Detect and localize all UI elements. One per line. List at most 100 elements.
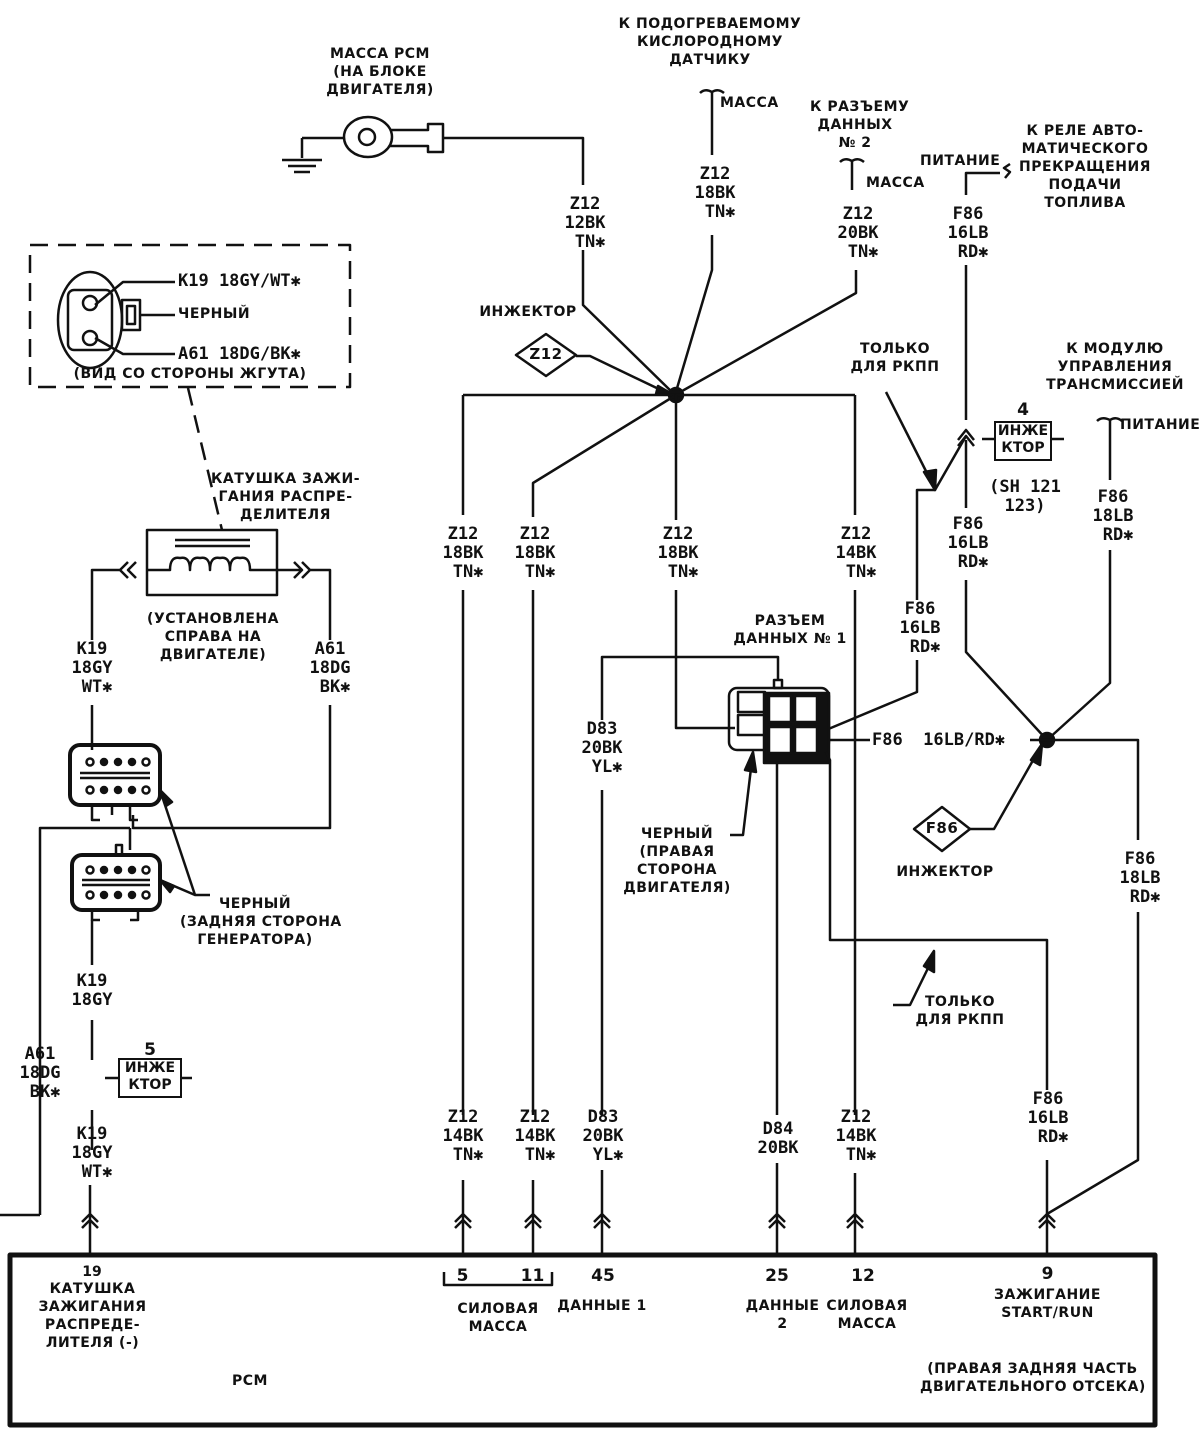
splice-5-box: ИНЖЕ КТОР [118,1058,182,1098]
wire-a61-mid [131,705,332,830]
wire-label-f86-horizontal: F86 16LB/RD✱ [872,730,1006,750]
pcm-pin-19-desc: КАТУШКА ЗАЖИГАНИЯ РАСПРЕДЕ- ЛИТЕЛЯ (-) [38,1281,147,1351]
label-injector-z12: ИНЖЕКТОР [479,304,577,320]
label-tcm: К МОДУЛЮ УПРАВЛЕНИЯ ТРАНСМИССИЕЙ [1046,341,1184,393]
pcm-ground-group-label: СИЛОВАЯ МАССА [457,1301,539,1335]
wire-label-d84-p25: D84 20BK [757,1119,799,1158]
label-o2-ground: МАССА [720,95,779,111]
wire-label-k19-18gy-wt: K19 18GY WT✱ [71,639,113,697]
ground-symbol [282,136,345,174]
wire-label-z12-18bk-b: Z12 18BK TN✱ [514,524,556,582]
label-data-conn-1-color: ЧЕРНЫЙ (ПРАВАЯ СТОРОНА ДВИГАТЕЛЯ) [623,826,731,896]
pcm-pin-12-number: 12 [851,1266,875,1286]
injector-diamond-z12 [514,332,578,378]
wire-label-z12-14bk-p11: Z12 14BK TN✱ [514,1107,556,1165]
wire-label-z12-18bk-o2: Z12 18BK TN✱ [694,164,736,222]
wire-label-f86-16lb-top: F86 16LB RD✱ [947,204,989,262]
pcm-name: PCM [232,1373,268,1389]
wire-label-z12-14bk-p12: Z12 14BK TN✱ [835,1107,877,1165]
label-asd-power: ПИТАНИЕ [920,153,1001,169]
wire-z12-20bk [674,270,858,397]
wire-label-d83-p45: D83 20BK YL✱ [582,1107,624,1165]
splice-5-number: 5 [144,1040,156,1060]
label-dc2-ground: МАССА [866,175,925,191]
pcm-pin-connectors [81,1163,1056,1255]
label-data-conn-2: К РАЗЪЕМУ ДАННЫХ № 2 [810,99,910,151]
wire-label-z12-14bk-top: Z12 14BK TN✱ [835,524,877,582]
wire-label-k19-18gy-wt-low: K19 18GY WT✱ [71,1124,113,1182]
wire-z12-12bk-low [581,250,676,396]
label-tcm-power: ПИТАНИЕ [1120,417,1200,433]
ground-bracket [442,1272,554,1287]
diamond-z12-text: Z12 [529,345,563,363]
label-harness-k19: K19 18GY/WT✱ [178,271,301,291]
generator-connector-lower [70,843,162,922]
label-harness-view: (ВИД СО СТОРОНЫ ЖГУТА) [73,366,307,382]
wire-asd [964,162,1012,195]
wire-z12-18bk-o2 [673,235,714,396]
harness-view-frame [28,243,352,389]
label-asd-relay: К РЕЛЕ АВТО- МАТИЧЕСКОГО ПРЕКРАЩЕНИЯ ПОД… [1019,123,1151,211]
label-coil-title: КАТУШКА ЗАЖИ- ГАНИЯ РАСПРЕ- ДЕЛИТЕЛЯ [210,471,360,523]
label-coil-location: (УСТАНОВЛЕНА СПРАВА НА ДВИГАТЕЛЕ) [147,611,279,663]
ignition-coil [145,528,279,597]
pcm-pin-45-desc: ДАННЫЕ 1 [557,1298,647,1314]
pcm-module [7,1252,1158,1428]
wire-label-f86-18lb-tcm: F86 18LB RD✱ [1092,487,1134,545]
splice-4-ref: (SH 121 123) [989,477,1061,516]
wire-label-z12-18bk-a: Z12 18BK TN✱ [442,524,484,582]
label-injector-f86: ИНЖЕКТОР [896,864,994,880]
splice-4-box: ИНЖЕ КТОР [994,421,1052,461]
pcm-pin-45-number: 45 [591,1266,615,1286]
wire-label-a61-18dg-bk: A61 18DG BK✱ [309,639,351,697]
diamond-f86-text: F86 [925,819,959,837]
wire-label-z12-14bk-p5: Z12 14BK TN✱ [442,1107,484,1165]
data-connector-1 [727,678,831,765]
wire-auto-only [915,435,968,600]
pointer-black [730,759,754,837]
wire-label-f86-16lb-mid: F86 16LB RD✱ [947,514,989,572]
pcm-pin-9-number: 9 [1041,1264,1054,1284]
wire-label-z12-18bk-c: Z12 18BK TN✱ [657,524,699,582]
wire-z12-12bk [443,136,585,185]
pcm-location: (ПРАВАЯ ЗАДНЯЯ ЧАСТЬ ДВИГАТЕЛЬНОГО ОТСЕК… [920,1361,1146,1395]
wire-dc2-ground [839,158,865,190]
label-auto-only-bottom: ТОЛЬКО ДЛЯ РКПП [915,994,1005,1028]
wire-d83-top [600,655,780,720]
injector-diamond-f86 [912,805,972,853]
label-pcm-ground: МАССА PCM (НА БЛОКЕ ДВИГАТЕЛЯ) [326,46,434,98]
wire-label-d83-mid: D83 20BK YL✱ [581,719,623,777]
pcm-pin-25-number: 25 [765,1266,789,1286]
wire-injector-z12 [576,354,666,394]
wire-label-f86-16lb-conn: F86 16LB RD✱ [899,599,941,657]
label-harness-a61: A61 18DG/BK✱ [178,344,301,364]
wire-label-z12-12bk: Z12 12BK TN✱ [564,194,606,252]
pcm-pin-12-desc: СИЛОВАЯ МАССА [826,1298,908,1332]
ring-terminal [342,115,445,159]
wire-o2-ground [699,89,725,155]
pcm-pin-9-desc: ЗАЖИГАНИЕ START/RUN [994,1287,1101,1321]
label-harness-color: ЧЕРНЫЙ [178,306,251,322]
label-auto-only-top: ТОЛЬКО ДЛЯ РКПП [850,341,940,375]
wire-f86-rkpp-bottom [824,751,1049,1090]
generator-connector-upper [68,743,162,822]
wire-f86-18lb-right [1046,912,1140,1216]
wire-label-z12-20bk: Z12 20BK TN✱ [837,204,879,262]
wire-injector-f86 [970,747,1042,831]
pcm-pin-19-number: 19 [82,1264,102,1280]
splice-4-number: 4 [1017,400,1029,420]
wire-f86-conn [825,660,919,732]
wire-label-a61-18dg-bk-low: A61 18DG BK✱ [19,1044,61,1102]
wire-label-k19-18gy: K19 18GY [71,971,113,1010]
label-data-conn-1: РАЗЪЕМ ДАННЫХ № 1 [733,613,847,647]
label-generator-conn-color: ЧЕРНЫЙ (ЗАДНЯЯ СТОРОНА ГЕНЕРАТОРА) [180,896,342,948]
pcm-pin-25-desc: ДАННЫЕ 2 [745,1298,820,1332]
wire-label-f86-16lb-p9: F86 16LB RD✱ [1027,1089,1069,1147]
label-o2-sensor: К ПОДОГРЕВАЕМОМУ КИСЛОРОДНОМУ ДАТЧИКУ [618,16,802,68]
wire-tcm-power [1096,417,1123,480]
wire-z12-18bk-c [674,590,735,730]
pcm-pin-11-number: 11 [520,1266,545,1286]
pcm-pin-5-number: 5 [456,1266,469,1286]
